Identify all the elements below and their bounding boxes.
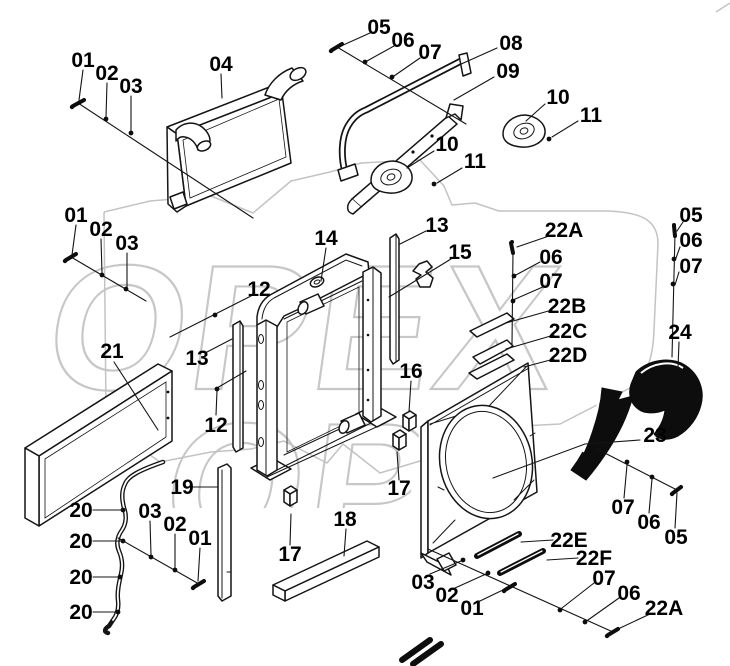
callout-20: 20	[69, 499, 92, 522]
callout-19: 19	[170, 476, 193, 499]
callout-24: 24	[668, 321, 692, 344]
callout-15: 15	[448, 241, 472, 264]
part-17-pad-right	[392, 429, 407, 451]
callout-07: 07	[611, 496, 634, 519]
callout-16: 16	[399, 360, 422, 383]
callout-13: 13	[425, 214, 448, 237]
callout-12: 12	[247, 278, 270, 301]
callout-02: 02	[163, 513, 186, 536]
part-22F-seal	[497, 548, 546, 576]
machine-contour	[103, 2, 730, 474]
part-10-mount-upper	[502, 114, 546, 148]
callout-06: 06	[679, 229, 702, 252]
part-13-strip-right	[389, 233, 400, 365]
part-16-pad	[402, 410, 417, 432]
part-14-radiator	[250, 253, 397, 481]
callout-06: 06	[391, 29, 414, 52]
callout-08: 08	[499, 32, 523, 55]
callout-14: 14	[314, 227, 338, 250]
callout-06: 06	[539, 246, 562, 269]
callout-06: 06	[637, 511, 660, 534]
part-04-cooler	[166, 66, 307, 213]
callout-01: 01	[71, 49, 95, 72]
callout-10: 10	[546, 86, 569, 109]
callout-22A: 22A	[645, 597, 684, 620]
callout-05: 05	[367, 16, 391, 39]
parts-lineart	[24, 52, 703, 666]
part-18-bar	[272, 540, 380, 602]
callout-13: 13	[185, 347, 208, 370]
part-19-strip	[217, 463, 232, 602]
callout-03: 03	[119, 75, 142, 98]
callout-02: 02	[95, 62, 118, 85]
part-22C-strip	[472, 339, 514, 365]
part-22E-seal	[474, 531, 522, 559]
fan-shroud	[420, 362, 538, 576]
callout-21: 21	[100, 340, 124, 363]
callout-03: 03	[138, 500, 161, 523]
part-22D-strip	[468, 353, 515, 380]
callout-11: 11	[464, 150, 487, 173]
callout-20: 20	[69, 530, 92, 553]
callout-22D: 22D	[549, 344, 588, 367]
callout-10: 10	[435, 133, 458, 156]
callout-22B: 22B	[548, 295, 587, 318]
callout-07: 07	[539, 270, 562, 293]
callout-23: 23	[643, 424, 666, 447]
part-13-strip-left	[232, 320, 244, 453]
callout-22E: 22E	[550, 529, 587, 552]
leader-lines	[62, 32, 684, 639]
part-21-panel	[24, 363, 173, 527]
callout-22C: 22C	[549, 320, 588, 343]
callout-20: 20	[69, 601, 92, 624]
callout-07: 07	[679, 255, 702, 278]
callout-02: 02	[89, 218, 112, 241]
callout-05: 05	[664, 526, 688, 549]
callout-18: 18	[333, 508, 357, 531]
callout-06: 06	[617, 582, 640, 605]
callouts: 01 02 03 04 05 06 07 08 09 10 11 10 11 1…	[64, 16, 703, 624]
part-22B-strip	[469, 312, 515, 338]
part-08-pipe	[337, 52, 472, 182]
callout-22F: 22F	[576, 547, 612, 570]
callout-12: 12	[204, 414, 227, 437]
callout-17: 17	[278, 543, 301, 566]
part-24-guard	[629, 359, 703, 440]
callout-04: 04	[209, 53, 233, 76]
callout-01: 01	[460, 597, 484, 620]
callout-01: 01	[188, 527, 212, 550]
callout-03: 03	[411, 571, 434, 594]
part-09-bracket	[346, 103, 464, 215]
callout-22A: 22A	[545, 219, 584, 242]
seal-bars-bottom	[399, 637, 444, 666]
callout-07: 07	[418, 41, 441, 64]
callout-20: 20	[69, 566, 92, 589]
callout-01: 01	[64, 204, 88, 227]
callout-09: 09	[496, 60, 519, 83]
callout-17: 17	[387, 477, 410, 500]
callout-05: 05	[679, 204, 703, 227]
part-15-bracket	[412, 260, 434, 288]
callout-07: 07	[592, 567, 615, 590]
callout-11: 11	[580, 104, 603, 127]
callout-03: 03	[115, 232, 138, 255]
part-17-pad-left	[283, 485, 298, 507]
part-10-mount-lower	[370, 160, 413, 194]
part-23-guard	[570, 387, 634, 481]
callout-02: 02	[435, 584, 458, 607]
